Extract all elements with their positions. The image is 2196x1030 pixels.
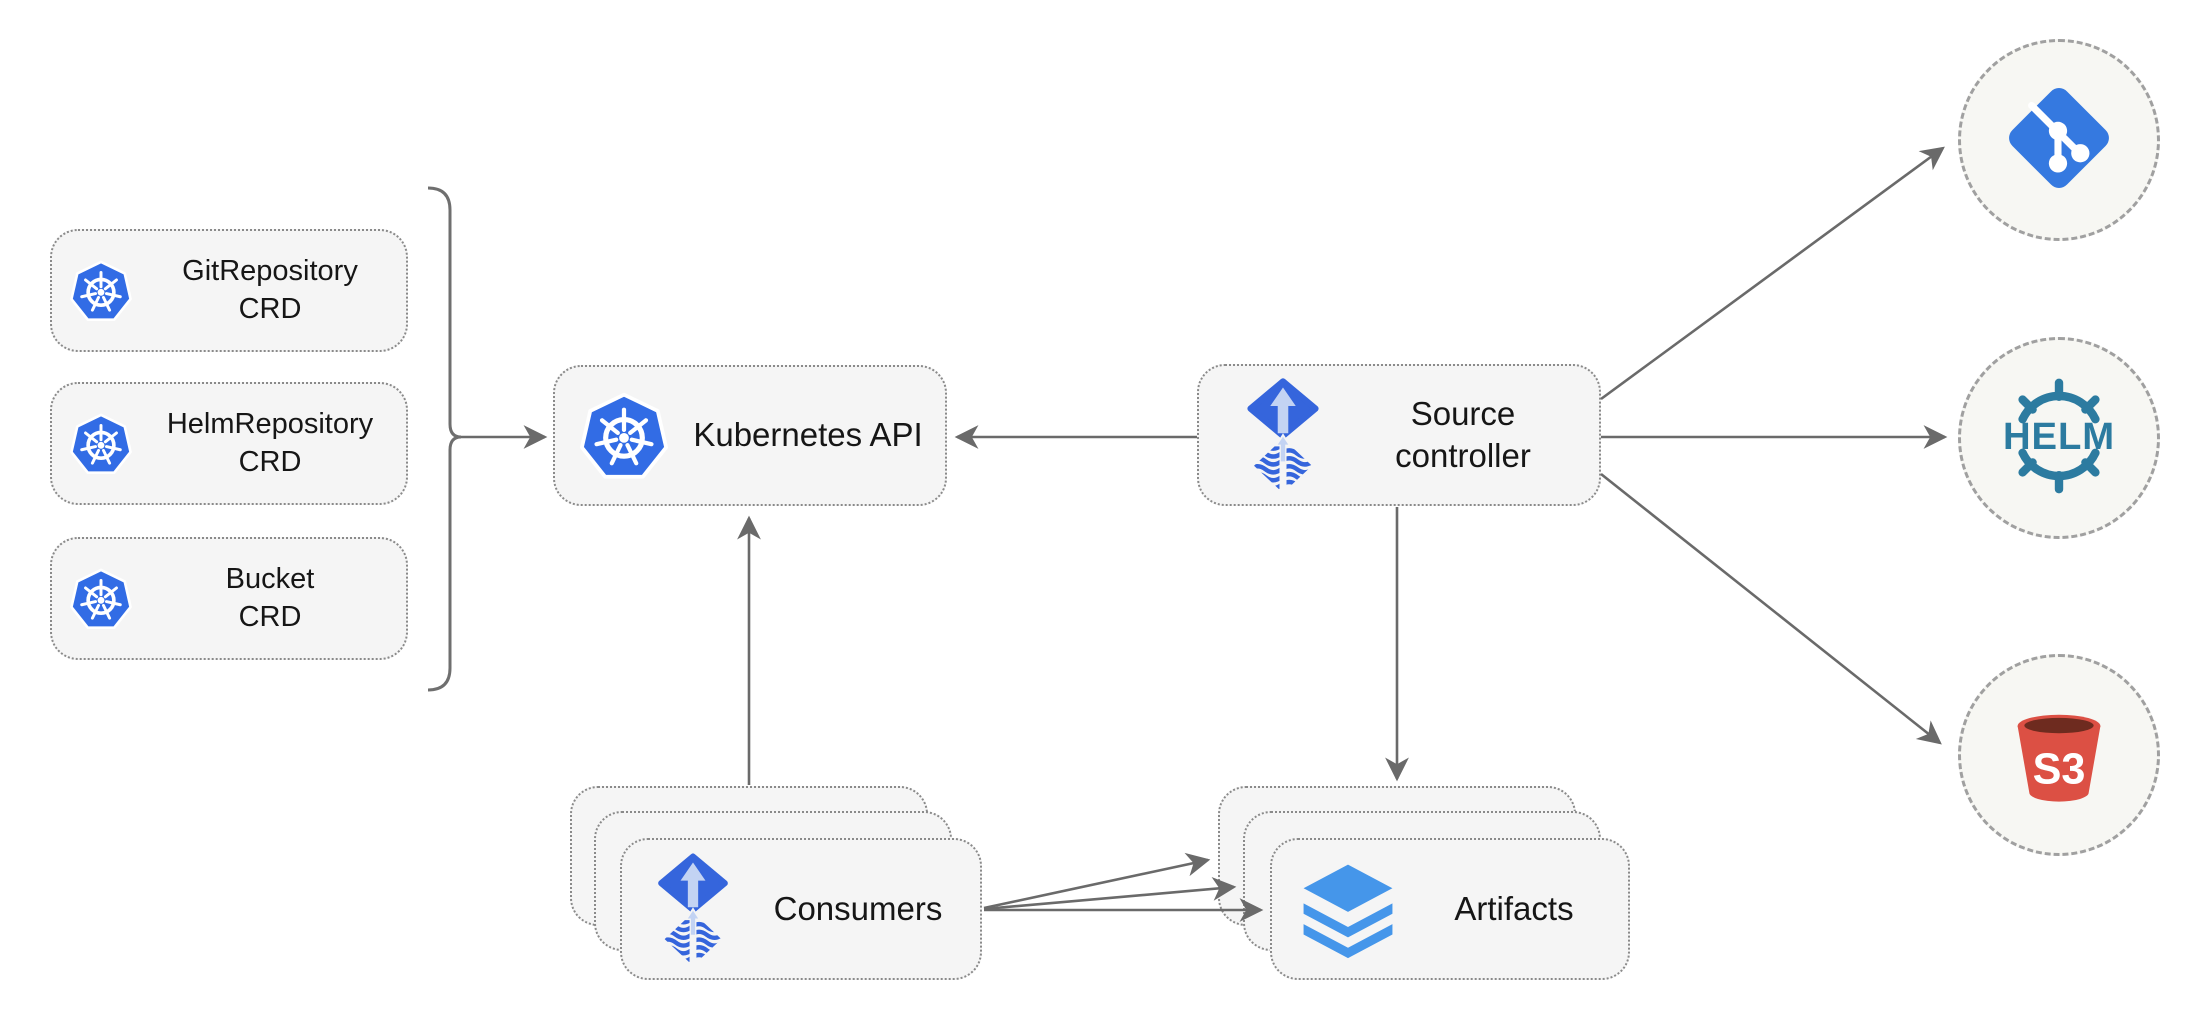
s3-bucket-icon: S3 bbox=[1996, 690, 2122, 821]
consumers-label: Consumers bbox=[773, 889, 943, 927]
crd-group-bracket bbox=[427, 186, 462, 692]
git-source-circle bbox=[1958, 39, 2160, 241]
helm-icon: HELM bbox=[1989, 366, 2129, 511]
kubernetes-icon bbox=[68, 566, 134, 632]
artifacts-label: Artifacts bbox=[1454, 889, 1574, 927]
kubernetes-icon bbox=[577, 389, 671, 483]
arrow-source-to-s3 bbox=[1600, 472, 1942, 745]
kubernetes-icon bbox=[68, 411, 134, 477]
s3-text: S3 bbox=[2033, 745, 2086, 793]
arrow-consumers-to-artifacts-middle bbox=[983, 877, 1237, 911]
artifacts-node: Artifacts bbox=[1270, 838, 1630, 980]
arrow-consumers-to-artifacts-back bbox=[983, 852, 1211, 910]
git-icon bbox=[1993, 72, 2125, 209]
flux-icon bbox=[1239, 377, 1327, 493]
kubernetes-api-label: Kubernetes API bbox=[693, 416, 923, 454]
flux-icon bbox=[650, 852, 736, 966]
arrow-source-to-git bbox=[1600, 146, 1945, 401]
consumers-node: Consumers bbox=[620, 838, 982, 980]
layers-icon bbox=[1296, 857, 1400, 961]
kubernetes-api-node: Kubernetes API bbox=[553, 365, 947, 506]
kubernetes-icon bbox=[68, 258, 134, 324]
s3-source-circle: S3 bbox=[1958, 654, 2160, 856]
helm-source-circle: HELM bbox=[1958, 337, 2160, 539]
helm-text: HELM bbox=[2003, 415, 2115, 458]
